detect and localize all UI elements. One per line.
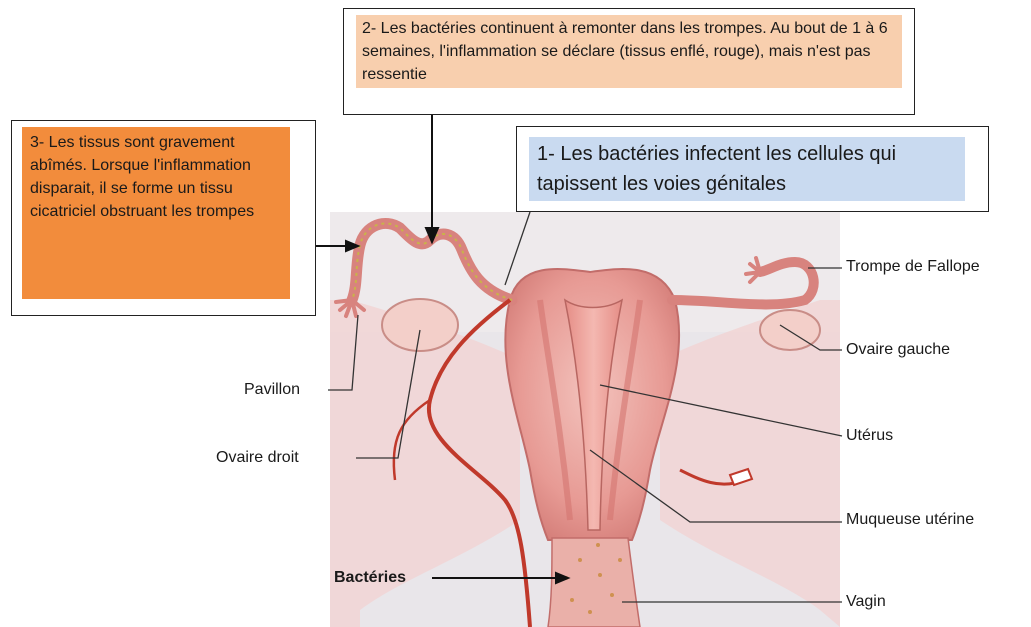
label-uterus: Utérus	[846, 426, 893, 446]
callout-step-1: 1- Les bactéries infectent les cellules …	[516, 126, 989, 212]
callout-step-3-text: 3- Les tissus sont gravement abîmés. Lor…	[22, 127, 290, 299]
callout-step-2-text: 2- Les bactéries continuent à remonter d…	[356, 15, 902, 88]
label-ovaire-gauche: Ovaire gauche	[846, 340, 950, 360]
label-vagin: Vagin	[846, 592, 886, 612]
callout-step-3: 3- Les tissus sont gravement abîmés. Lor…	[11, 120, 316, 316]
label-bacteries: Bactéries	[334, 568, 406, 588]
callout-step-2: 2- Les bactéries continuent à remonter d…	[343, 8, 915, 115]
label-pavillon: Pavillon	[244, 380, 300, 400]
right-ovary	[382, 299, 458, 351]
label-ovaire-droit: Ovaire droit	[216, 448, 299, 468]
vagina-shape	[548, 538, 640, 627]
label-muqueuse-uterine: Muqueuse utérine	[846, 510, 974, 530]
label-trompe-de-fallope: Trompe de Fallope	[846, 257, 980, 277]
callout-step-1-text: 1- Les bactéries infectent les cellules …	[529, 137, 965, 201]
